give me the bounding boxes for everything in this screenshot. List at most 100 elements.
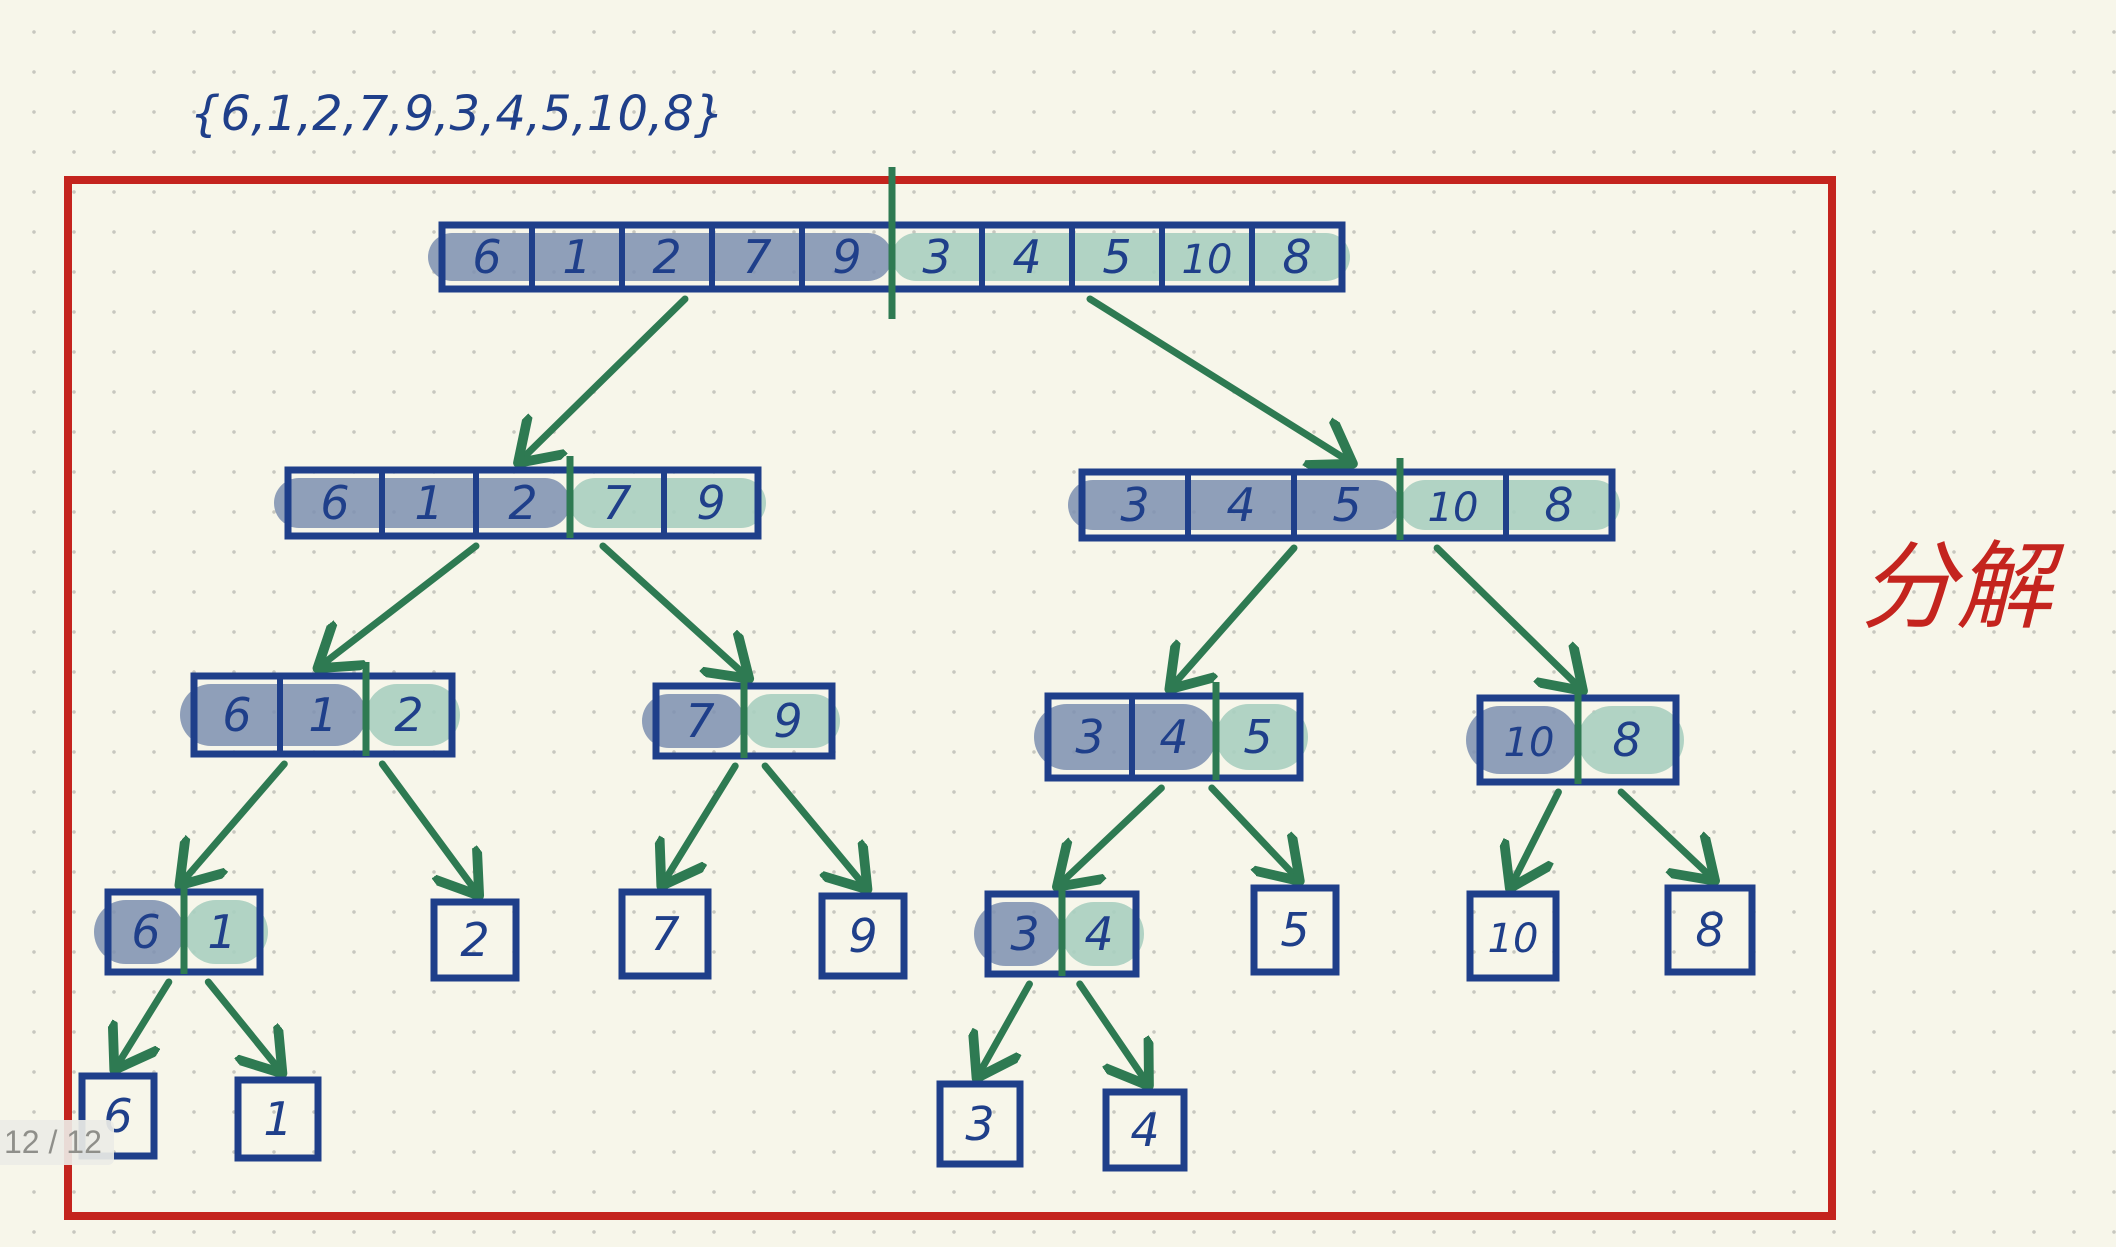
right-half-fill [1062,902,1144,966]
node-box [284,466,762,540]
cell-value: 2 [652,230,681,284]
split-arrow [1086,295,1347,460]
cell-value: 10 [1428,485,1479,531]
left-half-fill [1068,480,1400,530]
split-arrow [523,295,689,458]
cell-value: 4 [1226,478,1255,532]
node-box [1044,692,1304,782]
cell-value: 5 [1280,903,1309,957]
left-half-fill [974,902,1062,966]
split-arrow [599,542,744,674]
cell-value: 1 [562,230,591,284]
left-half-fill [1034,704,1216,770]
cell-value: 6 [131,905,160,959]
right-half-fill [1400,480,1620,530]
split-arrow [761,762,863,884]
cell-value: 9 [696,476,725,530]
cell-value: 2 [394,688,423,742]
cell-value: 9 [773,694,802,748]
cell-value: 9 [832,230,861,284]
single-10: 10 [1466,890,1560,982]
right-half-fill [366,684,460,746]
node-box [1102,1088,1188,1172]
cell-value: 1 [308,688,337,742]
right-half-fill [892,233,1350,281]
node-box [1250,884,1340,976]
cell-value: 7 [685,694,714,748]
cell-value: 8 [1695,903,1724,957]
cell-value: 8 [1612,713,1641,767]
node-box [818,892,908,980]
cell-value: 7 [742,230,771,284]
cell-value: 5 [1332,478,1361,532]
split-arrow [204,978,278,1068]
cell-value: 1 [414,476,443,530]
cell-value: 5 [1102,230,1131,284]
cell-value: 4 [1159,710,1188,764]
decomposition-frame [64,176,1836,1220]
cell-value: 2 [508,476,537,530]
right-half-fill [1216,704,1308,770]
right-half-fill [744,694,840,748]
arrows-layer [118,295,1710,1080]
page-counter: 12 / 12 [0,1120,114,1165]
split-arrow [378,760,475,890]
split-arrow [1062,784,1165,882]
split-arrow [980,980,1033,1072]
cell-value: 2 [460,913,489,967]
node-box [190,672,456,758]
split-arrow [323,542,480,664]
split-arrow [184,760,288,880]
left-half-fill [1466,706,1578,774]
node-box [618,888,712,980]
cell-value: 1 [207,905,236,959]
node-box [1078,468,1616,542]
cell-value: 6 [320,476,349,530]
cell-value: 7 [602,476,631,530]
right-half-fill [184,900,268,964]
single-6: 6 [78,1072,158,1160]
cell-value: 8 [1282,230,1311,284]
node-box [78,1072,158,1160]
cell-value: 3 [922,230,951,284]
left-half-fill [274,478,570,528]
cell-value: 4 [1130,1103,1159,1157]
single-5: 5 [1250,884,1340,976]
single-2: 2 [430,898,520,982]
single-9: 9 [818,892,908,980]
split-arrow [1208,784,1295,876]
array-annotation: {6,1,2,7,9,3,4,5,10,8} [190,86,724,142]
cell-value: 10 [1488,916,1539,962]
cell-value: 10 [1504,720,1555,766]
left-half-fill [94,900,184,964]
single-1: 1 [234,1076,322,1162]
group-108: 10 8 [1466,684,1684,786]
cell-value: 3 [965,1097,994,1151]
node-box [1664,884,1756,976]
node-box [234,1076,322,1162]
split-arrow [1433,544,1578,686]
right-half-fill [570,478,766,528]
single-3: 3 [936,1080,1024,1168]
cell-value: 6 [472,230,501,284]
node-box [1466,890,1560,982]
cell-value: 5 [1243,710,1272,764]
left-half-fill [642,694,744,748]
cell-value: 8 [1544,478,1573,532]
cell-value: 7 [650,907,679,961]
cell-value: 4 [1084,907,1113,961]
split-arrow [118,978,173,1064]
cell-value: 9 [848,909,877,963]
cell-value: 10 [1182,237,1233,283]
split-arrow [665,762,739,880]
right-half-fill [1578,706,1684,774]
left-half-fill [428,233,892,281]
split-arrow [1174,544,1298,684]
